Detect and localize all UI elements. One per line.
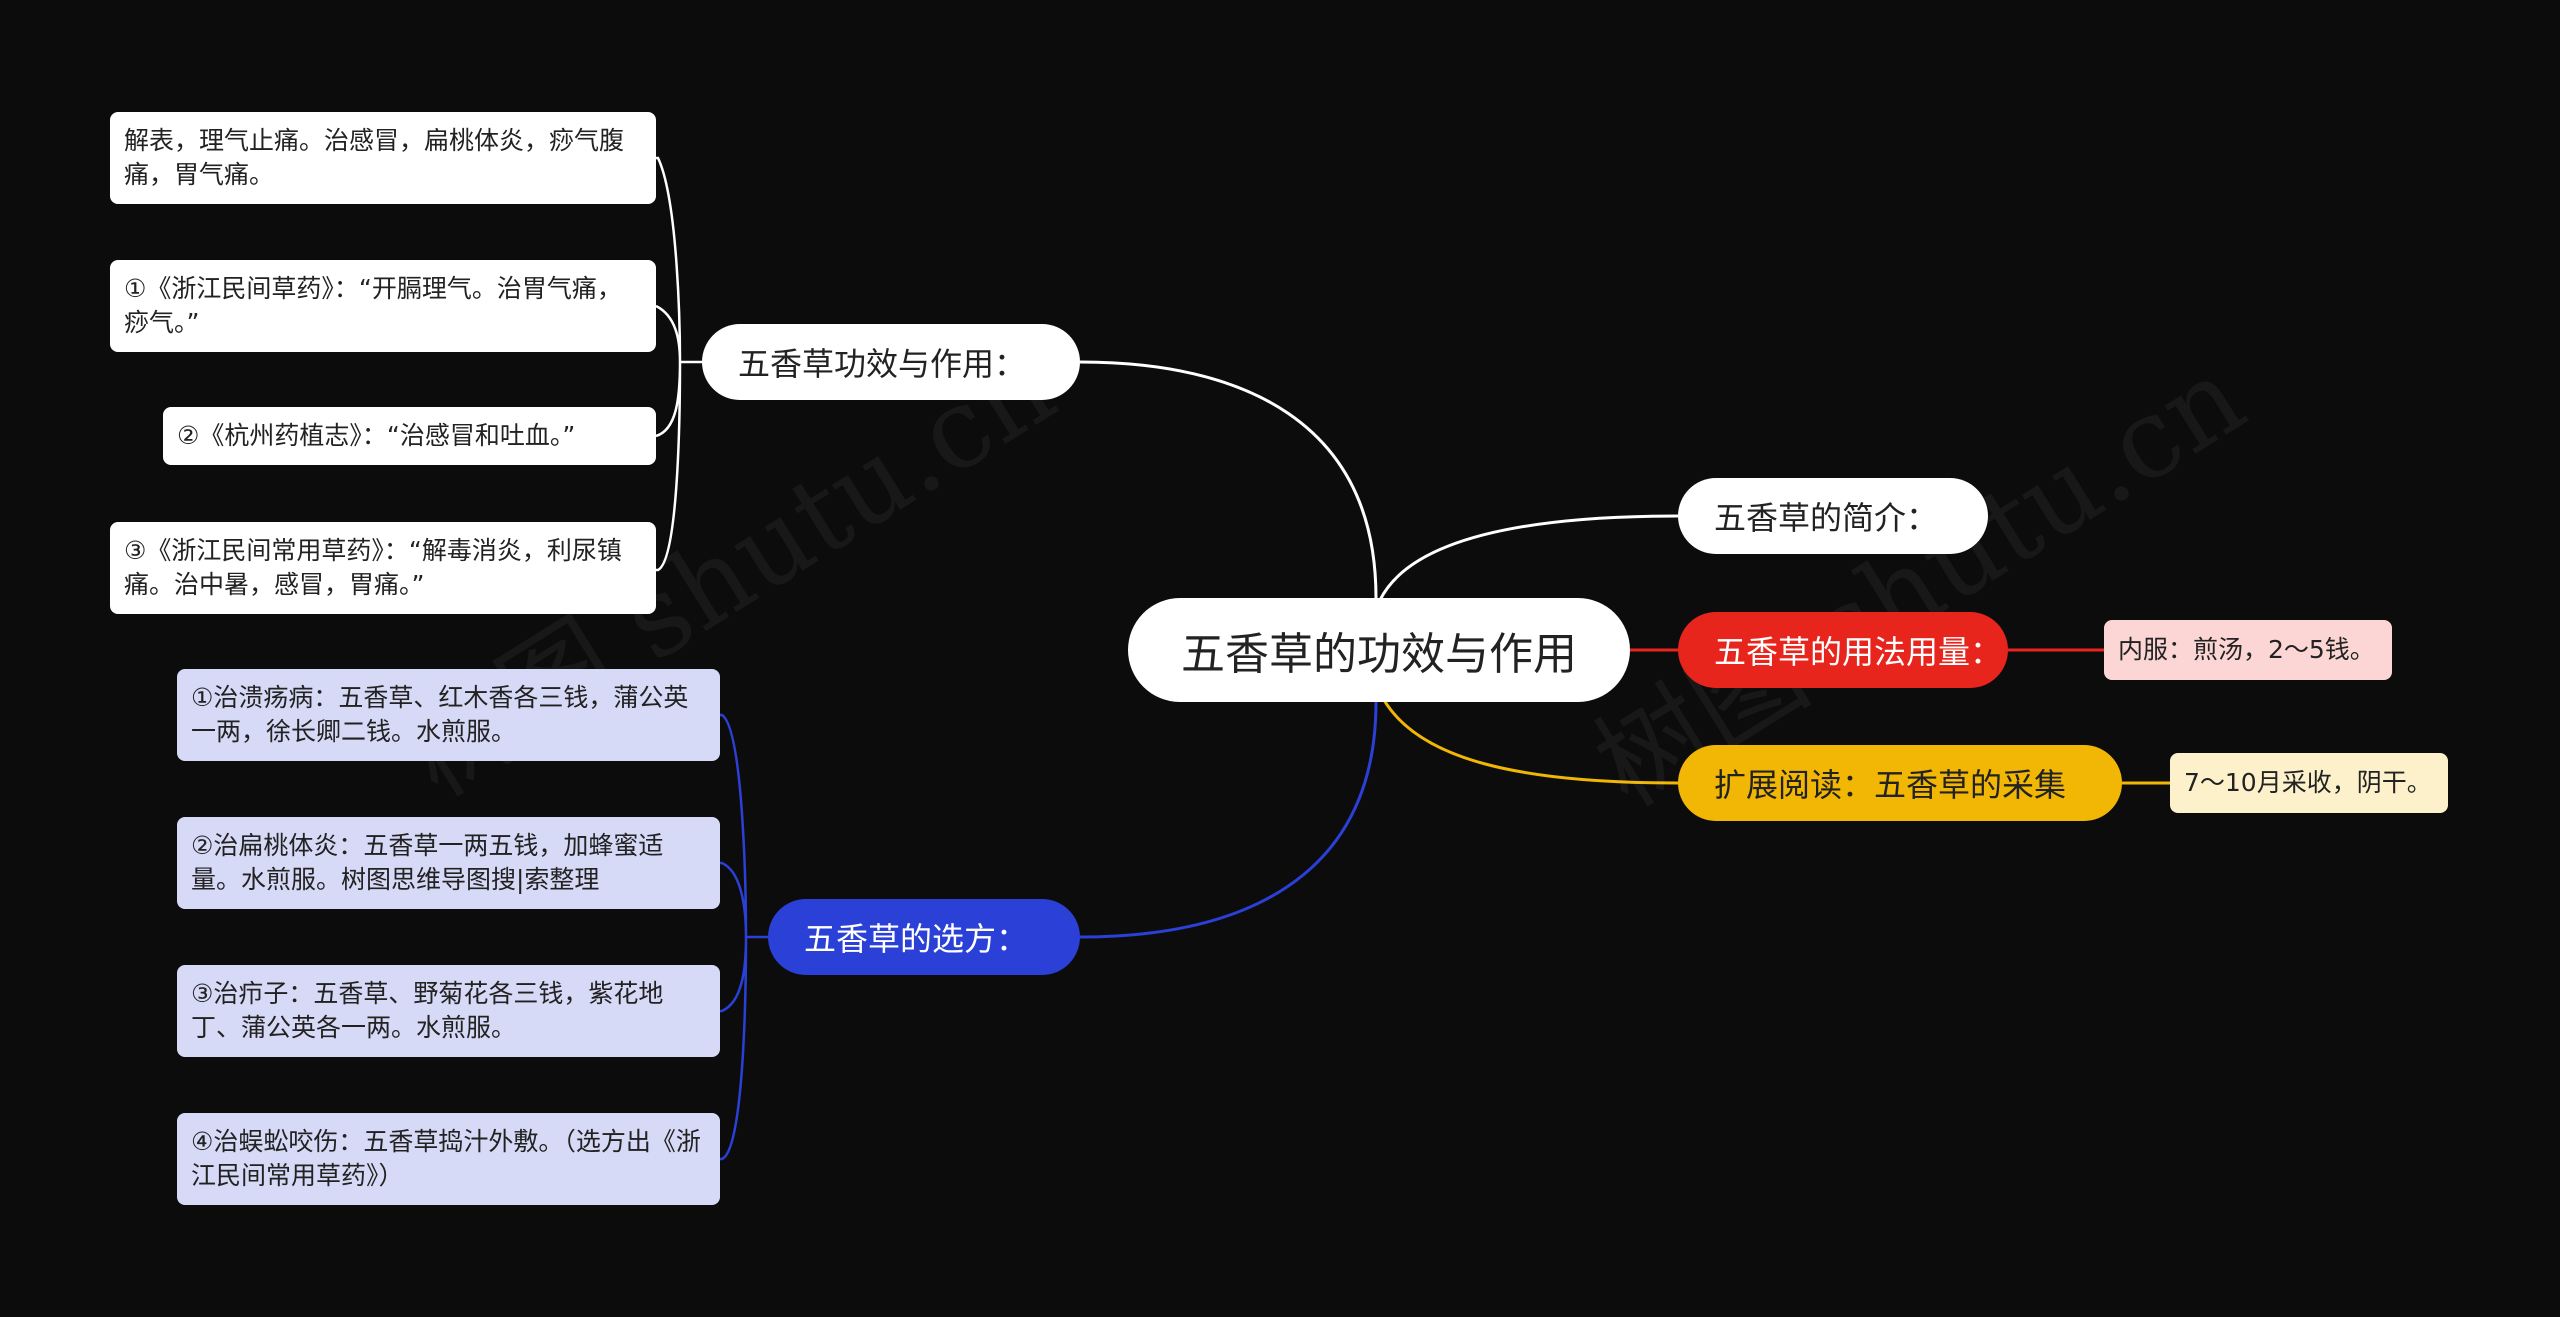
leaf-gongxiao-3[interactable]: ②《杭州药植志》：“治感冒和吐血。” [163, 407, 656, 465]
leaf-xuanfang-2[interactable]: ②治扁桃体炎：五香草一两五钱，加蜂蜜适量。水煎服。树图思维导图搜|索整理 [177, 817, 720, 909]
link-center-jianjie [1378, 514, 1679, 601]
branch-gongxiao[interactable]: 五香草功效与作用： [702, 324, 1080, 400]
link-gongxiao-bracket [655, 156, 702, 572]
leaf-xuanfang-4[interactable]: ④治蜈蚣咬伤：五香草捣汁外敷。（选方出《浙江民间常用草药》） [177, 1113, 720, 1205]
leaf-gongxiao-4[interactable]: ③《浙江民间常用草药》：“解毒消炎，利尿镇痛。治中暑，感冒，胃痛。” [110, 522, 656, 614]
leaf-xuanfang-1[interactable]: ①治溃疡病：五香草、红木香各三钱，蒲公英一两，徐长卿二钱。水煎服。 [177, 669, 720, 761]
link-center-gongxiao [1079, 360, 1378, 599]
leaf-yongfa-1[interactable]: 内服：煎汤，2～5钱。 [2104, 620, 2392, 680]
branch-yongfa[interactable]: 五香草的用法用量： [1678, 612, 2008, 688]
leaf-xuanfang-3[interactable]: ③治疖子：五香草、野菊花各三钱，紫花地丁、蒲公英各一两。水煎服。 [177, 965, 720, 1057]
link-center-xuanfang [1079, 701, 1378, 939]
leaf-kuozhan-1[interactable]: 7～10月采收，阴干。 [2170, 753, 2448, 813]
link-center-kuozhan [1382, 699, 1679, 785]
branch-xuanfang[interactable]: 五香草的选方： [768, 899, 1080, 975]
leaf-gongxiao-1[interactable]: 解表，理气止痛。治感冒，扁桃体炎，痧气腹痛，胃气痛。 [110, 112, 656, 204]
link-xuanfang-bracket [720, 713, 768, 1161]
branch-kuozhan[interactable]: 扩展阅读：五香草的采集 [1678, 745, 2122, 821]
leaf-gongxiao-2[interactable]: ①《浙江民间草药》：“开膈理气。治胃气痛，痧气。” [110, 260, 656, 352]
branch-jianjie[interactable]: 五香草的简介： [1678, 478, 1988, 554]
central-topic[interactable]: 五香草的功效与作用 [1128, 598, 1630, 702]
